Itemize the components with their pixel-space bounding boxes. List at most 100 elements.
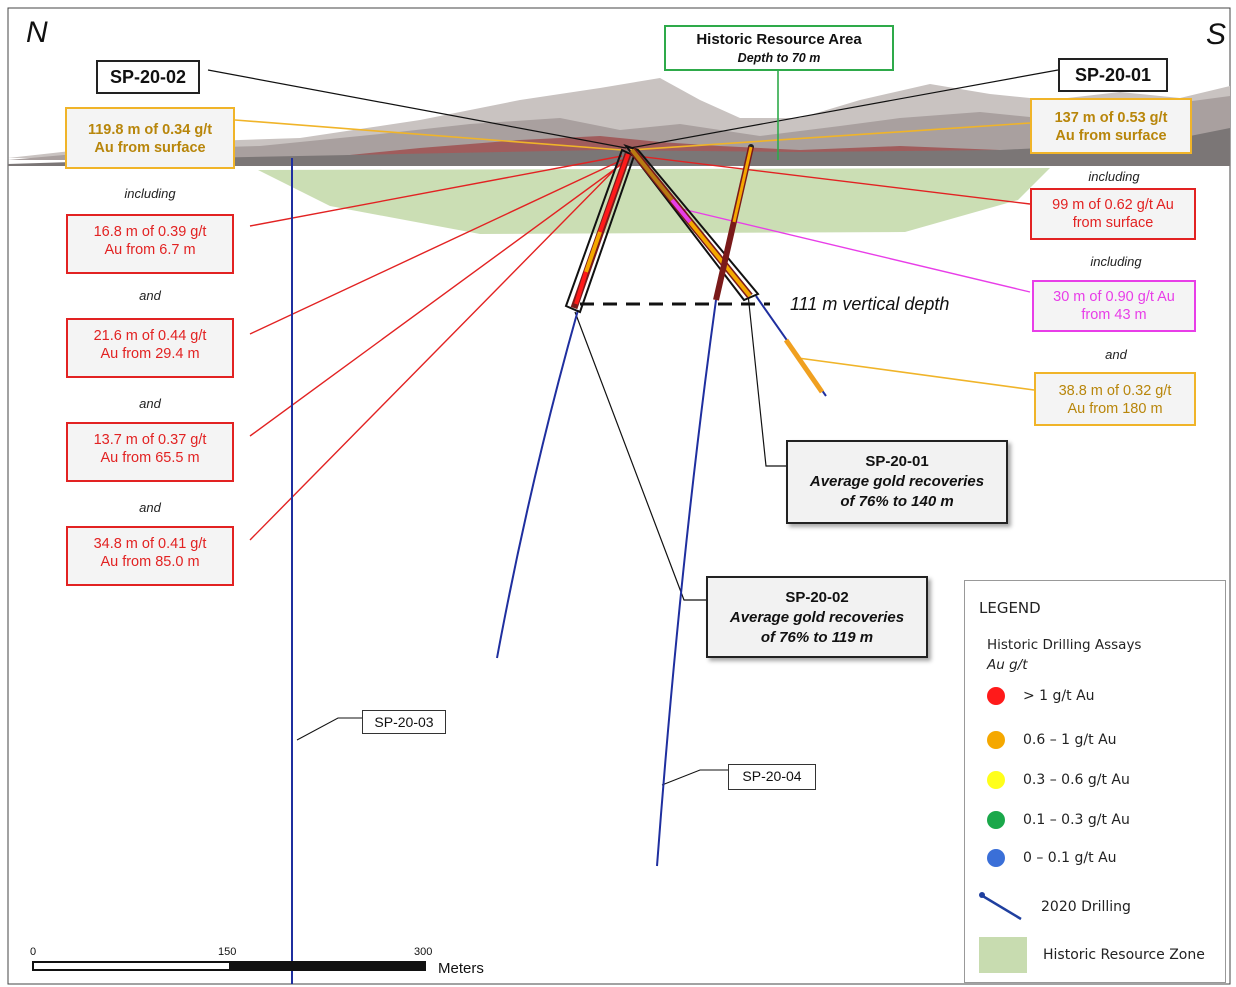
intercept-sp2002-4: 34.8 m of 0.41 g/t Au from 85.0 m: [66, 526, 234, 586]
assay-low-sp2002: [574, 271, 588, 305]
recoveries-sp2002-line2: of 76% to 119 m: [760, 629, 874, 646]
legend-label: 0.3 – 0.6 g/t Au: [1023, 772, 1130, 788]
legend-zone-swatch: [979, 937, 1027, 973]
intercept-text: from 43 m: [1081, 307, 1147, 323]
intercept-text: Au from 29.4 m: [100, 346, 200, 362]
topography-front: [8, 128, 1230, 166]
vertical-depth-label: 111 m vertical depth: [790, 294, 950, 314]
intercept-text: 34.8 m of 0.41 g/t: [93, 536, 207, 552]
red-leader-lines: [249, 154, 1031, 541]
drill-traces: [291, 158, 827, 984]
connector-and-1: and: [139, 288, 161, 303]
intercept-text: 99 m of 0.62 g/t Au: [1052, 197, 1174, 213]
legend-dot: [987, 811, 1005, 829]
topography-mid: [8, 96, 1230, 160]
intercept-sp2001-1: 99 m of 0.62 g/t Au from surface: [1030, 188, 1196, 240]
intercept-text: 21.6 m of 0.44 g/t: [93, 328, 207, 344]
assay-seg3-sp2001: [688, 220, 752, 298]
assay-high-sp2002: [598, 153, 630, 233]
assay-box-sp2002: [564, 148, 636, 314]
intercept-text: Au from 6.7 m: [104, 242, 196, 258]
intercept-text: Au from surface: [94, 140, 206, 156]
figure-frame: [7, 7, 1231, 985]
legend-dot: [987, 771, 1005, 789]
legend: LEGEND Historic Drilling Assays Au g/t >…: [964, 580, 1226, 983]
intercept-sp2002-2: 21.6 m of 0.44 g/t Au from 29.4 m: [66, 318, 234, 378]
intercept-text: Au from surface: [1055, 128, 1167, 144]
hole-label-sp2003: SP-20-03: [362, 710, 446, 734]
intercept-text: Au from 65.5 m: [100, 450, 200, 466]
black-leader-sp2002: [207, 69, 627, 149]
hole-label-sp2001: SP-20-01: [1058, 58, 1168, 92]
legend-dot: [987, 687, 1005, 705]
recoveries-sp2001-hole: SP-20-01: [865, 453, 929, 470]
recov-leader-sp2002: [574, 311, 706, 601]
intercept-sp2002-main: 119.8 m of 0.34 g/t Au from surface: [65, 107, 235, 169]
connector-and-2: and: [139, 396, 161, 411]
scale-tick-0: 0: [30, 946, 37, 958]
gold-leader-lower: [797, 357, 1035, 391]
connector-including-left: including: [124, 186, 176, 201]
intercept-text: 38.8 m of 0.32 g/t: [1058, 383, 1172, 399]
intercept-text: 119.8 m of 0.34 g/t: [87, 122, 213, 138]
legend-label: 0.1 – 0.3 g/t Au: [1023, 812, 1130, 828]
scale-bar-fill: [229, 962, 425, 970]
scale-unit: Meters: [438, 960, 484, 977]
legend-zone-label: Historic Resource Zone: [1043, 947, 1205, 963]
legend-title: LEGEND: [979, 599, 1041, 617]
connector-and-right: and: [1105, 347, 1127, 362]
recoveries-sp2001-line1: Average gold recoveries: [809, 473, 985, 490]
hole-label-sp2002: SP-20-02: [96, 60, 200, 94]
assay-seg-sp2004: [732, 146, 753, 223]
intercept-sp2002-1: 16.8 m of 0.39 g/t Au from 6.7 m: [66, 214, 234, 274]
intercept-sp2001-3: 38.8 m of 0.32 g/t Au from 180 m: [1034, 372, 1196, 426]
legend-drilling-label: 2020 Drilling: [1041, 899, 1131, 915]
recoveries-sp2002: SP-20-02 Average gold recoveries of 76% …: [706, 576, 928, 658]
recov-leader-sp2001: [747, 293, 786, 467]
connector-and-3: and: [139, 500, 161, 515]
legend-unit: Au g/t: [987, 657, 1028, 673]
intercept-text: from surface: [1072, 215, 1154, 231]
assay-seg1-sp2001: [630, 148, 674, 202]
historic-area-title: Historic Resource Area: [696, 31, 862, 48]
legend-subtitle: Historic Drilling Assays: [987, 637, 1142, 653]
scale-tick-300: 300: [414, 946, 433, 958]
intercept-text: Au from 180 m: [1067, 401, 1163, 417]
scale-tick-150: 150: [218, 946, 237, 958]
legend-label: 0.6 – 1 g/t Au: [1023, 732, 1117, 748]
north-label: N: [26, 16, 48, 49]
recoveries-sp2001-line2: of 76% to 140 m: [840, 493, 954, 510]
intercept-text: 137 m of 0.53 g/t: [1054, 110, 1168, 126]
intercept-text: 13.7 m of 0.37 g/t: [93, 432, 207, 448]
legend-label: 0 – 0.1 g/t Au: [1023, 850, 1117, 866]
legend-dot: [987, 849, 1005, 867]
hole-label-sp2004: SP-20-04: [728, 764, 816, 790]
legend-dot: [987, 731, 1005, 749]
drill-trace-sp2002: [496, 309, 579, 659]
black-leader-sp2001: [629, 69, 1059, 149]
legend-label: > 1 g/t Au: [1023, 688, 1095, 704]
leader-sp2004: [661, 769, 728, 786]
gold-leader-right: [629, 122, 1031, 151]
historic-area-subtitle: Depth to 70 m: [737, 51, 821, 65]
leader-sp2003: [296, 717, 362, 741]
intercept-sp2002-3: 13.7 m of 0.37 g/t Au from 65.5 m: [66, 422, 234, 482]
intercept-text: Au from 85.0 m: [100, 554, 200, 570]
historic-resource-zone: [258, 168, 1050, 234]
assay-mid-sp2002: [584, 231, 602, 273]
recoveries-sp2001: SP-20-01 Average gold recoveries of 76% …: [786, 440, 1008, 524]
connector-including-right-2: including: [1090, 254, 1142, 269]
recoveries-sp2002-hole: SP-20-02: [785, 589, 849, 606]
recoveries-sp2002-line1: Average gold recoveries: [729, 609, 905, 626]
intercept-text: 16.8 m of 0.39 g/t: [93, 224, 207, 240]
intercept-text: 30 m of 0.90 g/t Au: [1053, 289, 1175, 305]
gold-leader-left: [234, 119, 623, 151]
intercept-sp2001-main: 137 m of 0.53 g/t Au from surface: [1030, 98, 1192, 154]
drilling-symbol: [979, 892, 1022, 921]
connector-including-right-1: including: [1088, 169, 1140, 184]
south-label: S: [1206, 18, 1227, 51]
drill-trace-sp2004: [656, 299, 717, 867]
assay-seg2-sp2001: [670, 198, 692, 224]
